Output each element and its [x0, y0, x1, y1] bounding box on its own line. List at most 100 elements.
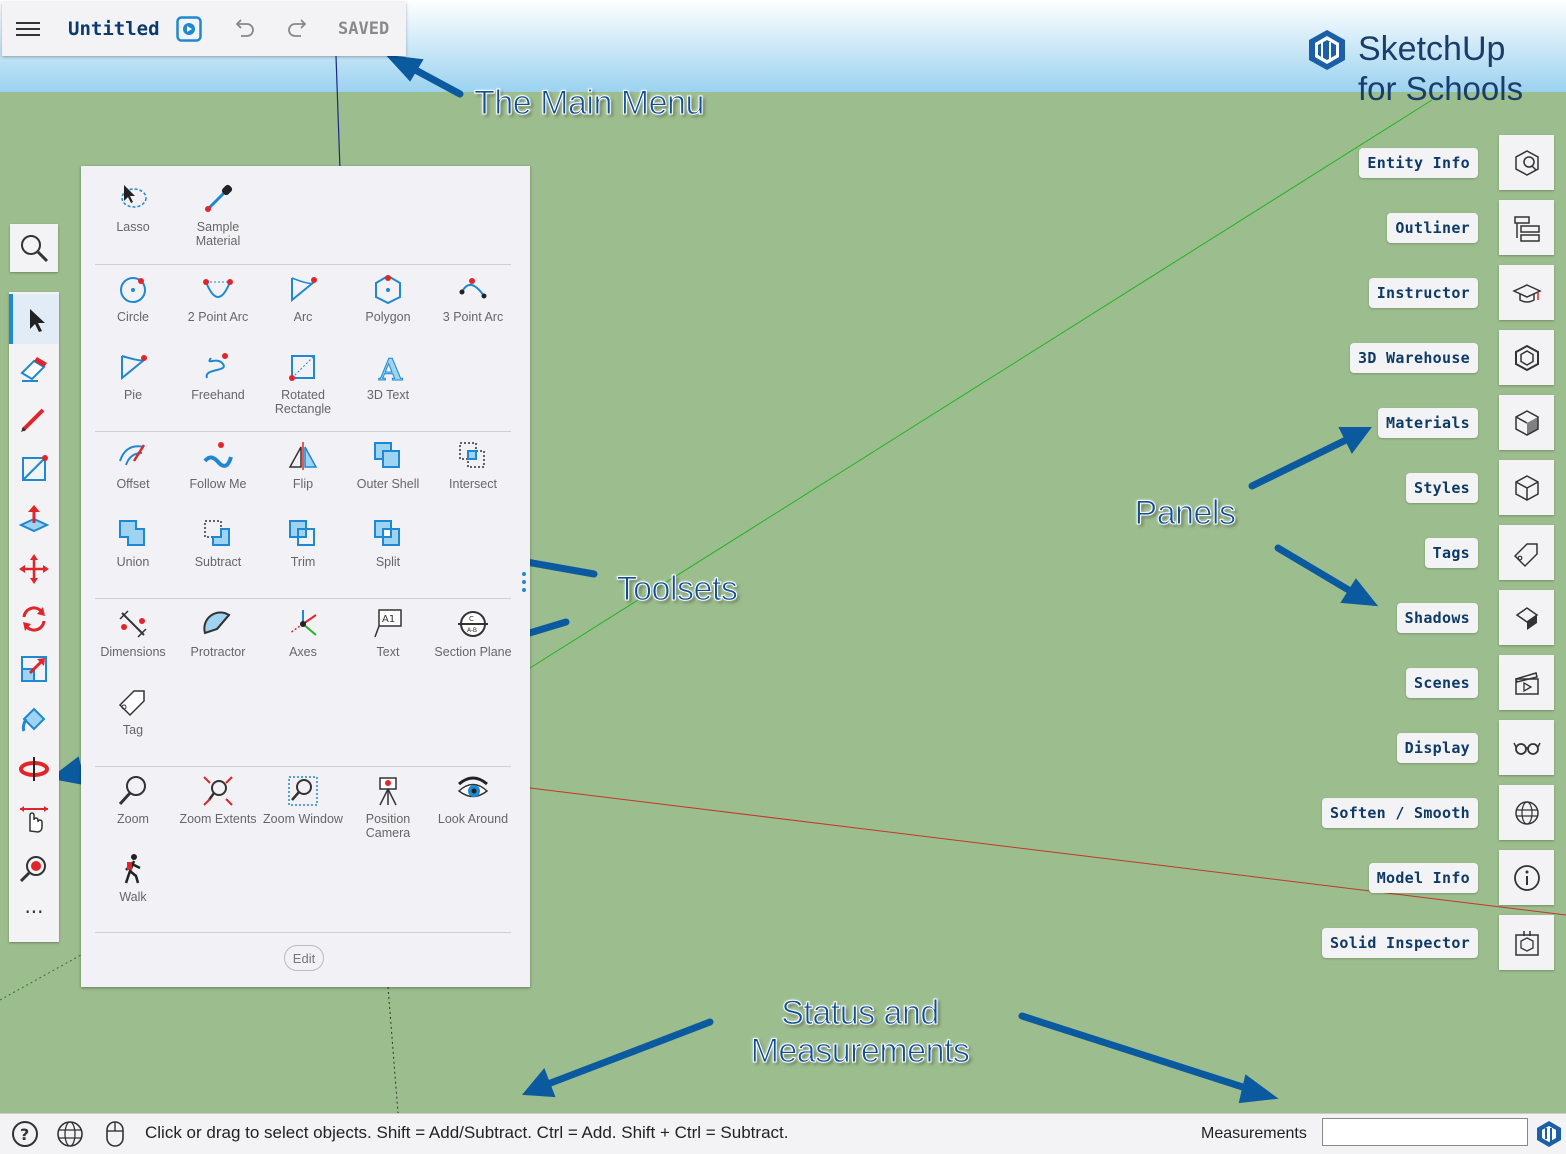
panel-label-3d-warehouse[interactable]: 3D Warehouse	[1350, 343, 1478, 373]
display-panel-button[interactable]	[1499, 720, 1554, 775]
3d-warehouse-panel-button[interactable]	[1499, 330, 1554, 385]
redo-icon[interactable]	[286, 18, 310, 40]
union-icon	[119, 520, 145, 546]
flip-tool[interactable]: Flip	[260, 423, 346, 503]
pencil-tool-button[interactable]	[9, 394, 59, 444]
scenes-panel-button[interactable]	[1499, 655, 1554, 710]
styles-panel-button[interactable]	[1499, 460, 1554, 515]
saved-status: SAVED	[338, 19, 390, 39]
help-icon[interactable]: ?	[11, 1120, 39, 1148]
outliner-panel-button[interactable]	[1499, 200, 1554, 255]
zoom-extents-tool[interactable]: Zoom Extents	[175, 758, 261, 838]
3-point-arc-tool[interactable]: 3 Point Arc	[430, 256, 516, 336]
select-tool-button[interactable]	[9, 294, 59, 344]
3d-text-icon: A	[378, 353, 404, 385]
orbit-tool-button[interactable]	[9, 744, 59, 794]
panel-label-solid-inspector[interactable]: Solid Inspector	[1322, 928, 1478, 958]
pan-tool-button[interactable]	[9, 794, 59, 844]
intersect-icon	[459, 442, 485, 468]
panel-label-tags[interactable]: Tags	[1424, 538, 1478, 568]
freehand-tool[interactable]: Freehand	[175, 334, 261, 414]
trim-tool[interactable]: Trim	[260, 501, 346, 581]
toolset-divider	[95, 766, 511, 767]
tags-panel-button[interactable]	[1499, 525, 1554, 580]
zoom-tool[interactable]: Zoom	[90, 758, 176, 838]
paint-bucket-tool-button[interactable]	[9, 694, 59, 744]
solid-inspector-icon	[1514, 930, 1539, 956]
follow-me-tool[interactable]: Follow Me	[175, 423, 261, 503]
edit-toolsets-button[interactable]: Edit	[284, 945, 324, 971]
search-button[interactable]	[10, 224, 58, 272]
rotated-rectangle-tool[interactable]: Rotated Rectangle	[260, 334, 346, 416]
rotate-icon	[22, 606, 46, 632]
sample-material-tool[interactable]: Sample Material	[175, 166, 261, 248]
soften-smooth-panel-button[interactable]	[1499, 785, 1554, 840]
model-info-panel-button[interactable]	[1499, 850, 1554, 905]
2-point-arc-tool[interactable]: 2 Point Arc	[175, 256, 261, 336]
panel-label-model-info[interactable]: Model Info	[1368, 863, 1478, 893]
outer-shell-tool[interactable]: Outer Shell	[345, 423, 431, 503]
eraser-tool-button[interactable]	[9, 344, 59, 394]
zoom-window-tool[interactable]: Zoom Window	[260, 758, 346, 838]
union-tool[interactable]: Union	[90, 501, 176, 581]
globe-icon[interactable]	[56, 1120, 84, 1148]
solid-inspector-panel-button[interactable]	[1499, 915, 1554, 970]
orbit-icon	[19, 757, 49, 781]
position-camera-tool[interactable]: Position Camera	[345, 758, 431, 840]
zoom-window-icon	[288, 776, 318, 806]
clapperboard-icon	[1514, 671, 1539, 695]
zoom-icon	[118, 776, 146, 806]
styles-cube-icon	[1514, 474, 1539, 501]
panel-label-entity-info[interactable]: Entity Info	[1359, 148, 1478, 178]
panel-label-display[interactable]: Display	[1396, 733, 1478, 763]
panel-label-instructor[interactable]: Instructor	[1368, 278, 1478, 308]
arc-tool[interactable]: Arc	[260, 256, 346, 336]
lasso-tool[interactable]: Lasso	[90, 166, 176, 246]
shadows-panel-button[interactable]	[1499, 590, 1554, 645]
offset-tool[interactable]: Offset	[90, 423, 176, 503]
pie-tool[interactable]: Pie	[90, 334, 176, 414]
walk-tool[interactable]: Walk	[90, 836, 176, 916]
intersect-tool[interactable]: Intersect	[430, 423, 516, 503]
split-tool[interactable]: Split	[345, 501, 431, 581]
panel-label-scenes[interactable]: Scenes	[1406, 668, 1478, 698]
panel-label-shadows[interactable]: Shadows	[1396, 603, 1478, 633]
axes-tool[interactable]: Axes	[260, 591, 346, 671]
materials-panel-button[interactable]	[1499, 395, 1554, 450]
panel-label-soften-smooth[interactable]: Soften / Smooth	[1322, 798, 1478, 828]
hamburger-menu-icon[interactable]	[16, 18, 40, 40]
annotation-panels: Panels	[1134, 494, 1236, 533]
eraser-icon	[20, 357, 47, 382]
more-tools-button[interactable]: ···	[24, 900, 44, 924]
trim-icon	[289, 520, 315, 546]
protractor-tool[interactable]: Protractor	[175, 591, 261, 671]
model-title[interactable]: Untitled	[68, 18, 160, 40]
panel-label-materials[interactable]: Materials	[1378, 408, 1478, 438]
play-icon[interactable]	[176, 16, 202, 42]
panel-resize-handle[interactable]	[522, 568, 528, 596]
measurements-input[interactable]	[1322, 1118, 1528, 1146]
undo-icon[interactable]	[232, 18, 256, 40]
tag-tool[interactable]: Tag	[90, 669, 176, 749]
shapes-tool-button[interactable]	[9, 444, 59, 494]
entity-info-panel-button[interactable]	[1499, 135, 1554, 190]
panel-label-outliner[interactable]: Outliner	[1387, 213, 1478, 243]
subtract-tool[interactable]: Subtract	[175, 501, 261, 581]
dimensions-tool[interactable]: Dimensions	[90, 591, 176, 671]
push-pull-tool-button[interactable]	[9, 494, 59, 544]
mouse-icon[interactable]	[101, 1120, 129, 1148]
sketchup-status-icon[interactable]	[1536, 1120, 1562, 1148]
scale-tool-button[interactable]	[9, 644, 59, 694]
annotation-main-menu: The Main Menu	[474, 84, 705, 123]
instructor-panel-button[interactable]	[1499, 265, 1554, 320]
move-tool-button[interactable]	[9, 544, 59, 594]
zoom-extents-tool-button[interactable]	[9, 844, 59, 894]
panel-label-styles[interactable]: Styles	[1406, 473, 1478, 503]
look-around-tool[interactable]: Look Around	[430, 758, 516, 838]
polygon-tool[interactable]: Polygon	[345, 256, 431, 336]
rotate-tool-button[interactable]	[9, 594, 59, 644]
circle-tool[interactable]: Circle	[90, 256, 176, 336]
